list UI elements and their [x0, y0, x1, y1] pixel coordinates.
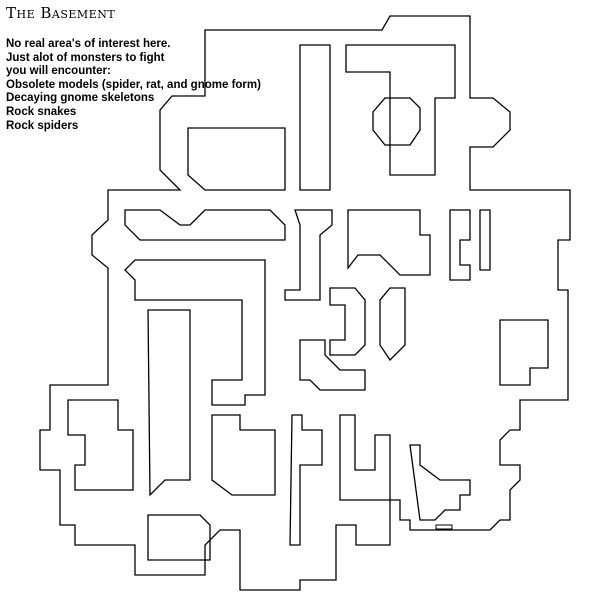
door-marker [435, 524, 453, 530]
map-walls [39, 15, 571, 591]
wall-n-corridor [299, 44, 331, 191]
wall-s-chamber [339, 414, 391, 501]
wall-sw-room [67, 399, 134, 491]
wall-slot [479, 209, 491, 271]
note-line-3: you will encounter: [6, 65, 111, 78]
wall-mid-corridor [124, 209, 286, 241]
note-line-7: Rock spiders [6, 119, 79, 132]
note-line-1: No real area's of interest here. [6, 38, 171, 50]
map-notes: No real area's of interest here. Just al… [6, 38, 261, 133]
wall-diamond-room [379, 287, 406, 362]
wall-narrow-room [449, 209, 471, 281]
wall-octagon-room [372, 97, 421, 146]
note-line-5: Decaying gnome skeletons [6, 92, 155, 105]
wall-bracket-room [329, 287, 366, 356]
wall-n-room [345, 44, 456, 176]
wall-east-room [499, 319, 549, 386]
wall-l-room [124, 259, 266, 406]
wall-lower-center [299, 339, 366, 391]
outer-wall [39, 15, 571, 591]
wall-s-room [211, 414, 276, 496]
wall-s-corridor [289, 414, 323, 546]
wall-center-room [347, 209, 431, 276]
wall-s-stub [147, 514, 211, 561]
note-line-6: Rock snakes [6, 105, 77, 118]
wall-mid-stub [284, 209, 333, 301]
wall-se-room [409, 444, 471, 521]
wall-west-room [187, 127, 286, 191]
wall-w-corridor [147, 309, 191, 497]
map-title: The Basement [6, 4, 116, 22]
note-line-4: Obsolete models (spider, rat, and gnome … [6, 78, 261, 91]
note-line-2: Just alot of monsters to fight [6, 51, 165, 64]
